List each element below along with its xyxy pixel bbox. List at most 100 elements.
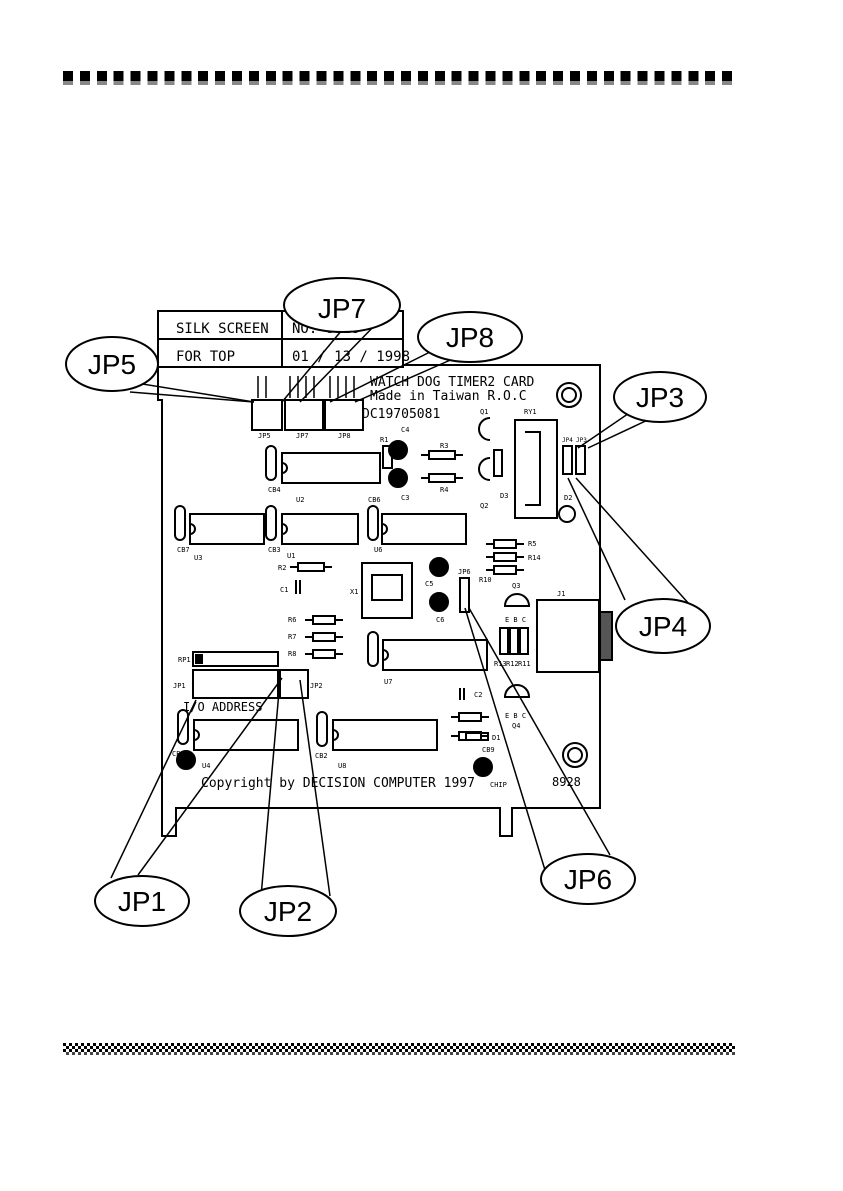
- q1-silk: Q1: [480, 408, 488, 416]
- callout-label-jp1: JP1: [118, 886, 166, 917]
- ic-u4-notch: [193, 729, 200, 741]
- silk-date-label: 01 / 13 / 1998: [292, 349, 410, 365]
- r1-silk: R1: [380, 436, 388, 444]
- resistor-pack-rp1: [192, 651, 279, 667]
- callout-label-jp4: JP4: [639, 611, 687, 642]
- jp3-jumper: [575, 445, 586, 475]
- c6-silk: C6: [436, 616, 444, 624]
- u4-silk: U4: [202, 762, 210, 770]
- relay-ry1: [514, 419, 558, 519]
- crystal-x1-inner: [371, 574, 403, 601]
- jp7-header: [284, 399, 324, 431]
- electrolytic-caps: [176, 440, 493, 777]
- cb9-silk: CB9: [482, 746, 495, 754]
- c2-silk: C2: [474, 691, 482, 699]
- top-square-border: [63, 71, 739, 85]
- q2-silk: Q2: [480, 502, 488, 510]
- callout-oval-jp1: [94, 875, 190, 927]
- callout-oval-jp4: [615, 598, 711, 654]
- r6-silk: R6: [288, 616, 296, 624]
- r4-silk: R4: [440, 486, 448, 494]
- u2-silk: U2: [296, 496, 304, 504]
- callout-label-jp8: JP8: [446, 322, 494, 353]
- bottom-checker-border: [63, 1043, 735, 1055]
- callout-oval-jp6: [540, 853, 636, 905]
- ic-u2: [281, 452, 381, 484]
- jp8-silk: JP8: [338, 432, 351, 440]
- jp3-silk: JP3: [576, 437, 587, 444]
- callout-label-jp6: JP6: [564, 864, 612, 895]
- u6-silk: U6: [374, 546, 382, 554]
- transistors: [465, 417, 531, 741]
- callout-oval-jp3: [613, 371, 707, 423]
- mounting-hole-top-inner: [561, 387, 577, 403]
- cb7-silk: CB7: [177, 546, 190, 554]
- vertical-dip-labels: [257, 376, 355, 398]
- callout-oval-jp5: [65, 336, 159, 392]
- crystal-x1: [361, 562, 413, 619]
- jp6-jumper: [459, 577, 470, 613]
- ic-u8-notch: [332, 729, 339, 741]
- silk-screen-box: SILK SCREEN NO: 8928 FOR TOP 01 / 13 / 1…: [157, 310, 410, 368]
- jp4-silk: JP4: [562, 437, 573, 444]
- callout-oval-jp7: [283, 277, 401, 333]
- ic-u5-notch: [281, 523, 288, 535]
- rp1-pin1: [195, 654, 203, 664]
- u7-silk: U7: [384, 678, 392, 686]
- jp2-silk: JP2: [310, 682, 323, 690]
- board-made-in: Made in Taiwan R.O.C: [370, 389, 527, 404]
- r3-silk: R3: [440, 442, 448, 450]
- callout-oval-jp2: [239, 885, 337, 937]
- cap-cb5: [367, 631, 379, 667]
- u1-silk: U1: [287, 552, 295, 560]
- jp1-silk: JP1: [173, 682, 186, 690]
- board-title: WATCH DOG TIMER2 CARD: [370, 375, 535, 390]
- jp2-header: [279, 669, 309, 699]
- cap-cb4: [265, 445, 277, 481]
- r5-silk: R5: [528, 540, 536, 548]
- chip-silk: CHIP: [490, 781, 507, 789]
- cb2-silk: CB2: [315, 752, 328, 760]
- ic-u3-notch: [189, 523, 196, 535]
- relay-coil: [525, 431, 541, 506]
- silk-screen-label: SILK SCREEN: [176, 321, 269, 337]
- jp4-jumper: [562, 445, 573, 475]
- d2-silk: D2: [564, 494, 572, 502]
- ic-u3: [189, 513, 265, 545]
- callout-label-jp3: JP3: [636, 382, 684, 413]
- jp6-silk: JP6: [458, 568, 471, 576]
- u8-silk: U8: [338, 762, 346, 770]
- mounting-hole-top: [556, 382, 582, 408]
- jp8-header: [324, 399, 364, 431]
- silk-for-top-label: FOR TOP: [176, 349, 235, 365]
- callout-label-jp7: JP7: [318, 293, 366, 324]
- cb3-silk: CB3: [268, 546, 281, 554]
- cb4-silk: CB4: [268, 486, 281, 494]
- mounting-hole-bottom: [562, 742, 588, 768]
- jp5-silk: JP5: [258, 432, 271, 440]
- ic-u5: [281, 513, 359, 545]
- c5-silk: C5: [425, 580, 433, 588]
- r12-silk: R12: [506, 660, 519, 668]
- diode-d2: [558, 505, 576, 523]
- c4-silk: C4: [401, 426, 409, 434]
- ic-u2-notch: [281, 462, 288, 474]
- d3-silk: D3: [500, 492, 508, 500]
- cap-cb3: [265, 505, 277, 541]
- ic-u4: [193, 719, 299, 751]
- cap-cb2: [316, 711, 328, 747]
- callout-oval-jp8: [417, 311, 523, 363]
- resistors: [290, 445, 529, 741]
- r8-silk: R8: [288, 650, 296, 658]
- board-serial: DC19705081: [362, 407, 440, 422]
- jp7-silk: JP7: [296, 432, 309, 440]
- connector-j1: [536, 599, 600, 673]
- c1-silk: C1: [280, 586, 288, 594]
- callout-label-jp5: JP5: [88, 349, 136, 380]
- r10-silk: R10: [479, 576, 492, 584]
- ic-u7-notch: [382, 649, 389, 661]
- connector-j1-jack: [599, 611, 613, 661]
- cap-cb6: [367, 505, 379, 541]
- jp1-header: [192, 669, 279, 699]
